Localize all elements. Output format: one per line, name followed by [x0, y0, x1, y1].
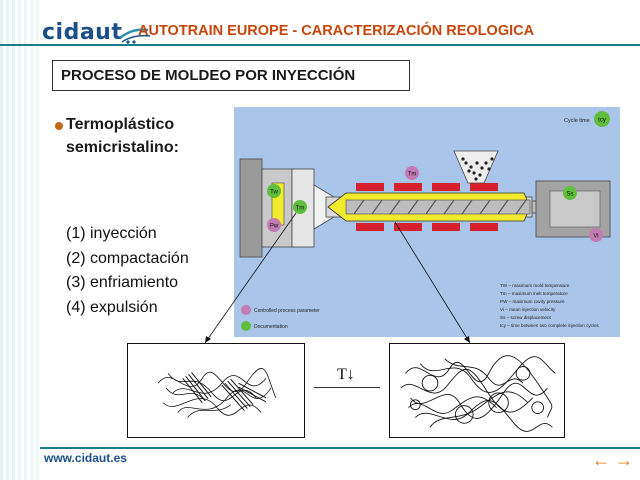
injection-velocity-badge-label: Vi [593, 234, 598, 240]
cycle-time-badge-label: tcy [598, 118, 606, 124]
amorphous-structure-box [389, 343, 565, 438]
hopper [453, 150, 499, 184]
legend-documentation-label: Documentation [254, 324, 288, 330]
mold-melt-badge-label: Tm [296, 206, 305, 212]
mold-temp-badge-label: Tw [270, 190, 278, 196]
next-slide-button[interactable]: → [613, 451, 635, 469]
injection-velocity-badge [589, 228, 603, 242]
footer-divider [40, 447, 640, 449]
semicrystalline-structure-illustration [157, 368, 277, 418]
mold-melt-badge [293, 200, 307, 214]
definition-item: Tm – maximum melt temperature [500, 291, 568, 296]
temperature-drop-label: T↓ [337, 366, 355, 383]
injection-machine-diagram: Cycle time tcy [234, 107, 620, 337]
parameter-definitions: TW – maximum mold temperature Tm – maxim… [500, 283, 600, 328]
transition-arrow [314, 387, 380, 388]
legend-controlled-swatch [241, 305, 251, 315]
cavity-pressure-badge-label: Pw [270, 224, 279, 230]
legend-controlled-label: Controlled process parameter [254, 308, 320, 314]
logo-swoosh-icon [119, 28, 151, 44]
step-item: (1) inyección [66, 225, 157, 242]
cidaut-logo: cidaut [42, 20, 123, 45]
bullet-line-1: Termoplástico [66, 116, 175, 133]
bullet-text: Termoplástico semicristalino: [66, 113, 216, 159]
screw-displacement-badge [563, 186, 577, 200]
connector-arrowhead-right [464, 336, 470, 343]
definition-item: PW – maximum cavity pressure [500, 299, 565, 304]
step-item: (3) enfriamiento [66, 274, 179, 291]
mold-temp-badge [267, 184, 281, 198]
presentation-title: AUTOTRAIN EUROPE - CARACTERIZACIÓN REOLO… [138, 23, 535, 39]
definition-item: Ss – screw displacement [500, 315, 552, 320]
arrow-right-icon: → [615, 450, 633, 470]
fixed-platen [239, 158, 263, 258]
section-title-box: PROCESO DE MOLDEO POR INYECCIÓN [52, 60, 410, 91]
definition-item: Vi – mean injection velocity [500, 307, 556, 312]
footer-website-link[interactable]: www.cidaut.es [44, 451, 127, 465]
previous-slide-button[interactable]: ← [590, 451, 612, 469]
cycle-time-badge [594, 111, 610, 127]
melt-temp-badge-label: Tm [408, 172, 417, 178]
connector-arrowhead-left [205, 336, 211, 343]
melt-temp-badge [405, 166, 419, 180]
definition-item: TW – maximum mold temperature [500, 283, 570, 288]
step-item: (4) expulsión [66, 298, 158, 316]
header-divider [0, 44, 640, 46]
amorphous-structure-illustration [400, 355, 556, 432]
screw-flights [353, 199, 527, 215]
definition-item: tcy – time between two complete injectio… [500, 323, 600, 328]
left-stripes-fade [0, 0, 40, 480]
arrow-left-icon: ← [592, 450, 610, 470]
pellets [461, 157, 494, 181]
bullet-line-2: semicristalino: [66, 139, 179, 156]
cycle-time-label: Cycle time [564, 118, 590, 124]
screw-displacement-badge-label: Ss [566, 192, 573, 198]
step-item: (2) compactación [66, 249, 189, 267]
process-steps-list: (1) inyección (2) compactación (3) enfri… [66, 222, 189, 320]
semicrystalline-structure-box [127, 343, 305, 438]
legend-documentation-swatch [241, 321, 251, 331]
bullet-point-icon [55, 122, 63, 130]
section-title: PROCESO DE MOLDEO POR INYECCIÓN [61, 67, 356, 84]
